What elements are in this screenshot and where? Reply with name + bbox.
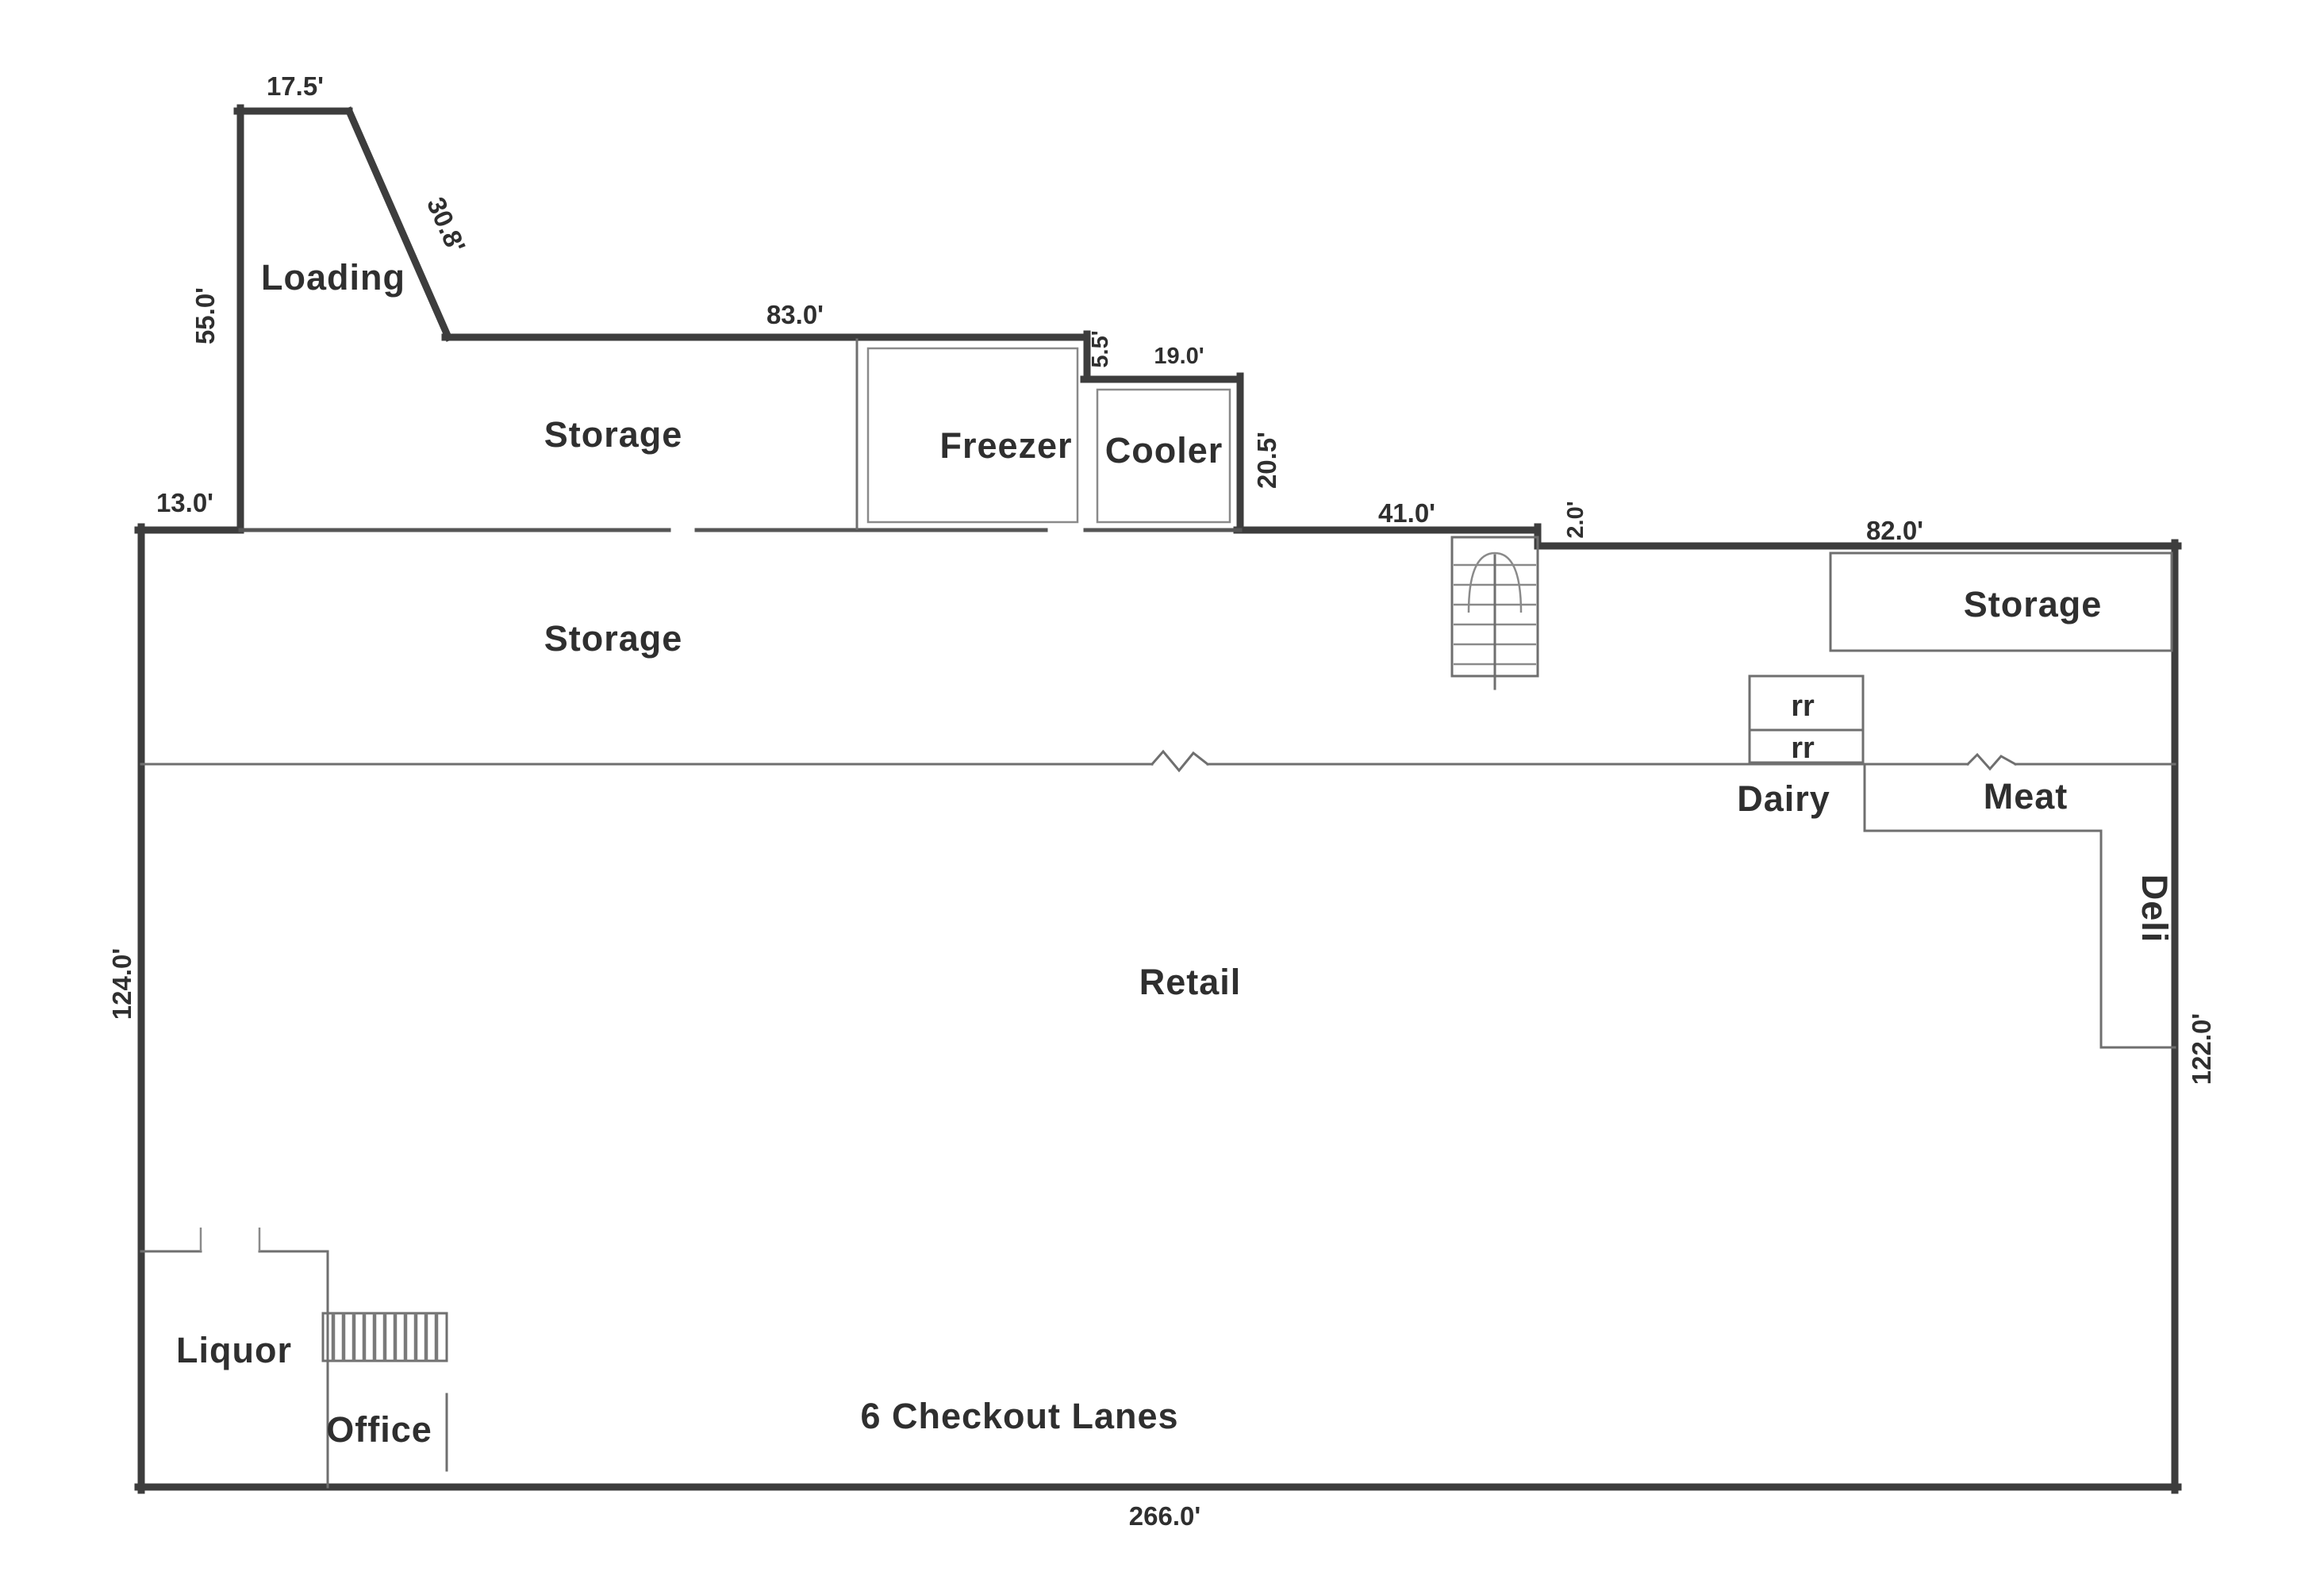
hatch-stripes [331,1313,439,1361]
room-labels: Loading Storage Freezer Cooler Storage S… [176,257,2175,1450]
dim-south-wall: 266.0' [1129,1501,1200,1531]
office-stair-hatch [321,1312,448,1362]
staircase-arch [1467,551,1523,613]
dim-loading-top: 17.5' [267,71,324,101]
dim-cooler-step: 5.5' [1088,330,1113,367]
cooler-inner-box [1096,388,1231,524]
dim-left-offset: 13.0' [156,488,213,517]
room-label-retail: Retail [1139,962,1242,1002]
freezer-inner-box [866,347,1079,524]
dim-loading-left: 55.0' [190,287,220,344]
dim-cooler-right: 20.5' [1252,432,1281,489]
loading-diagonal-wall-line [344,106,453,342]
room-label-liquor: Liquor [176,1330,292,1370]
wall-break-symbol-right [1965,752,2018,771]
storage-right-box [1829,551,2173,652]
label-checkout-lanes: 6 Checkout Lanes [860,1396,1178,1436]
dim-north-wall-right: 82.0' [1866,516,1923,545]
room-label-storage-main: Storage [544,618,683,659]
room-label-restroom-1: rr [1791,690,1815,723]
dim-cooler-top: 19.0' [1154,344,1204,369]
room-label-loading: Loading [261,257,405,298]
dim-east-wall: 122.0' [2187,1013,2216,1085]
room-label-cooler: Cooler [1105,430,1223,471]
room-label-meat: Meat [1984,776,2069,817]
dim-loading-diagonal: 30.8' [421,193,471,257]
dim-north-wall-mid: 41.0' [1378,498,1435,528]
room-label-deli: Deli [2134,874,2175,943]
interior-partitions [140,338,2176,1489]
room-label-storage-right: Storage [1964,584,2103,624]
restroom-2-box [1748,728,1865,764]
room-label-storage-upper: Storage [544,414,683,455]
dimension-labels: 17.5' 55.0' 30.8' 13.0' 83.0' 5.5' 19.0'… [107,71,2216,1531]
wall-break-symbol-left [1150,749,1210,773]
dim-west-wall: 124.0' [107,948,136,1020]
room-label-freezer: Freezer [939,425,1072,466]
room-label-restroom-2: rr [1791,732,1815,765]
room-label-dairy: Dairy [1737,778,1830,819]
room-label-office: Office [326,1409,432,1450]
exterior-walls [134,104,2182,1494]
dim-stair-step: 2.0' [1563,501,1588,538]
dim-storage-top: 83.0' [766,300,824,329]
staircase-north [1450,536,1539,690]
